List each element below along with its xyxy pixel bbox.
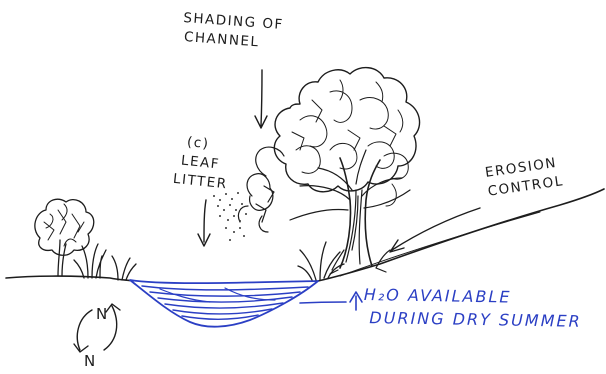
grass-tuft-left (74, 244, 106, 278)
nitrogen-top-text: N (96, 305, 109, 324)
nitrogen-top-label: N (96, 305, 109, 324)
water-label: H₂O AVAILABLE DURING DRY SUMMER (363, 283, 582, 333)
water-channel (130, 280, 318, 327)
shading-arrow (255, 70, 267, 128)
water-arrow (300, 292, 362, 310)
nitrogen-bottom-text: N (84, 352, 97, 371)
nitrogen-bottom-label: N (84, 352, 97, 371)
leaf-litter-arrow (198, 200, 210, 246)
shrub (35, 199, 94, 276)
shading-label: SHADING OF CHANNEL (181, 9, 284, 54)
ground-line (6, 189, 604, 281)
water-label-line2: DURING DRY SUMMER (363, 306, 582, 333)
leaf-litter-dots (213, 192, 247, 241)
leaf-litter-label: (c) LEAF LITTER (172, 132, 232, 194)
grass-tuft-mid (112, 256, 136, 280)
large-tree (238, 68, 419, 274)
